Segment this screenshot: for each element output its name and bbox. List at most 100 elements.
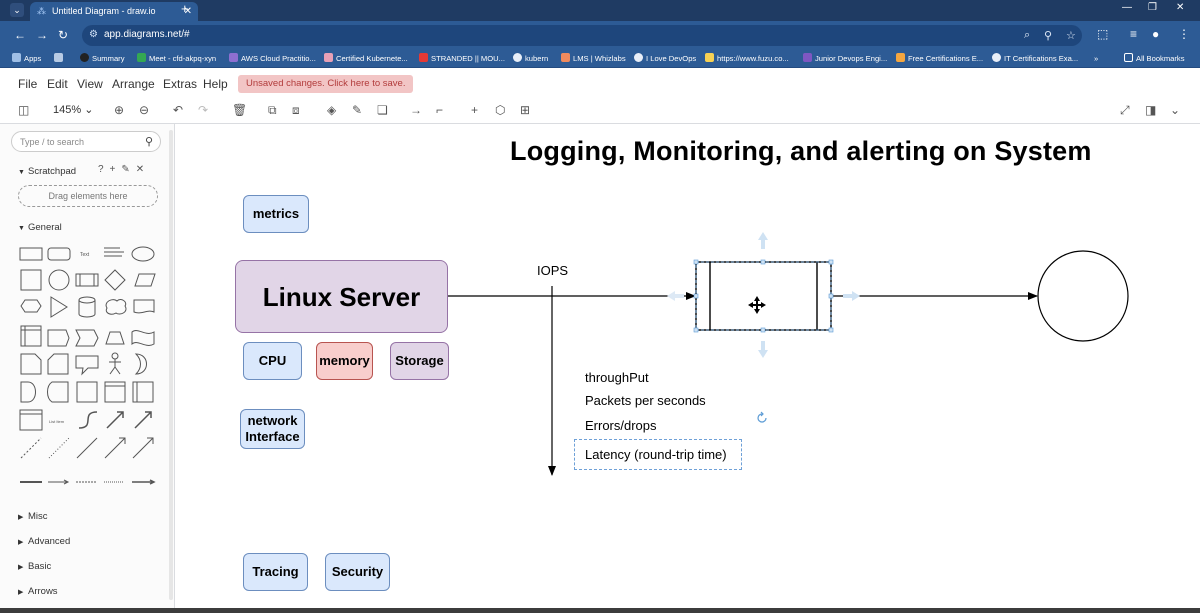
connection-icon[interactable]: → <box>410 103 422 117</box>
cpu-node[interactable]: CPU <box>243 342 302 380</box>
zoom-icon[interactable]: ⌕ <box>1024 29 1031 41</box>
site-info-icon[interactable]: ⚙ <box>89 29 98 40</box>
menu-extras[interactable]: Extras <box>163 77 198 91</box>
to-back-icon[interactable]: ⧈ <box>292 103 300 117</box>
reload-icon[interactable]: ↻ <box>58 28 69 42</box>
profile-avatar-icon[interactable]: ● <box>1152 27 1160 41</box>
bookmark-kubern[interactable]: kubern <box>513 52 548 66</box>
bookmarks-overflow-icon[interactable]: » <box>1094 54 1099 63</box>
bookmark-aws[interactable]: AWS Cloud Practitio... <box>229 52 316 66</box>
undo-icon[interactable]: ↶ <box>173 103 184 117</box>
general-shapes-palette[interactable]: Text <box>18 242 158 492</box>
tab-search-icon[interactable]: ⌄ <box>10 3 24 17</box>
sidebar-scrollbar[interactable] <box>169 130 173 600</box>
line-icon <box>76 437 98 459</box>
bookmark-meet[interactable]: Meet - cfd-akpq-xyn <box>137 52 216 66</box>
scratchpad-dropzone[interactable]: Drag elements here <box>18 185 158 207</box>
globe-icon <box>634 53 643 62</box>
scratchpad-actions[interactable]: ?+✎✕ <box>98 164 151 175</box>
window-bottom-border <box>0 608 1200 613</box>
url-text[interactable]: app.diagrams.net/# <box>104 29 190 40</box>
metrics-node[interactable]: metrics <box>243 195 309 233</box>
fill-color-icon[interactable]: ◈ <box>327 103 337 117</box>
diagram-title[interactable]: Logging, Monitoring, and alerting on Sys… <box>510 136 1092 166</box>
bookmark-devops[interactable]: I Love DevOps <box>634 52 696 66</box>
bookmark-fuzu[interactable]: https://www.fuzu.co... <box>705 52 789 66</box>
linux-server-node[interactable]: Linux Server <box>235 260 448 333</box>
waypoints-icon[interactable]: ⌐ <box>436 103 444 117</box>
bookmark-apps[interactable]: Apps <box>12 52 41 66</box>
menu-edit[interactable]: Edit <box>47 77 68 91</box>
restore-icon[interactable]: ❐ <box>1148 2 1157 13</box>
menu-help[interactable]: Help <box>203 77 228 91</box>
browser-tab[interactable]: ⁂ Untitled Diagram - draw.io ✕ <box>30 2 198 21</box>
fullscreen-icon[interactable]: ⤢ <box>1120 103 1130 117</box>
network-interface-node[interactable]: network Interface <box>240 409 305 449</box>
search-icon[interactable]: ⚲ <box>144 136 153 148</box>
insert-icon[interactable]: + <box>471 103 479 117</box>
general-header[interactable]: ▼General <box>18 222 62 233</box>
line-color-icon[interactable]: ✎ <box>352 103 363 117</box>
tab-close-icon[interactable]: ✕ <box>183 6 192 17</box>
minimize-icon[interactable]: — <box>1122 2 1132 13</box>
security-node[interactable]: Security <box>325 553 390 591</box>
bookmark-star-icon[interactable]: ☆ <box>1066 30 1076 42</box>
misc-header[interactable]: ▶Misc <box>18 511 48 522</box>
errors-label[interactable]: Errors/drops <box>585 418 657 433</box>
list-item-shape-icon: List Item <box>49 419 65 424</box>
latency-label[interactable]: Latency (round-trip time) <box>574 439 742 470</box>
all-bookmarks[interactable]: All Bookmarks <box>1124 52 1185 66</box>
container-shape-icon <box>20 325 42 347</box>
unsaved-changes-banner[interactable]: Unsaved changes. Click here to save. <box>238 75 414 93</box>
delete-icon[interactable]: 🗑 <box>232 103 248 117</box>
zoom-level[interactable]: 145% ⌄ <box>53 104 94 116</box>
folder-icon <box>1124 53 1133 62</box>
dashed-line-icon <box>20 437 42 459</box>
menu-file[interactable]: File <box>18 77 38 91</box>
redo-icon[interactable]: ↷ <box>198 103 209 117</box>
basic-header[interactable]: ▶Basic <box>18 561 52 572</box>
menu-view[interactable]: View <box>77 77 103 91</box>
shape-search-input[interactable]: Type / to search ⚲ <box>11 131 161 152</box>
menu-arrange[interactable]: Arrange <box>112 77 155 91</box>
bookmark-junior-devops[interactable]: Junior Devops Engi... <box>803 52 887 66</box>
search-page-icon[interactable]: ⚲ <box>1044 30 1053 42</box>
diagram-edges[interactable] <box>176 124 1200 608</box>
bookmark-summary[interactable]: Summary <box>80 52 125 66</box>
callout-shape-icon <box>75 355 99 376</box>
new-tab-icon[interactable]: + <box>181 1 189 16</box>
more-menu-icon[interactable]: ⋮ <box>1178 27 1190 41</box>
shadow-icon[interactable]: ❏ <box>377 103 388 117</box>
zoom-in-icon[interactable]: ⊕ <box>114 103 125 117</box>
memory-node[interactable]: memory <box>316 342 373 380</box>
zoom-out-icon[interactable]: ⊖ <box>139 103 150 117</box>
to-front-icon[interactable]: ⧉ <box>268 103 277 117</box>
tracing-node[interactable]: Tracing <box>243 553 308 591</box>
bookmark-kubernetes-cert[interactable]: Certified Kubernete... <box>324 52 408 66</box>
table-icon[interactable]: ⊞ <box>520 103 531 117</box>
bookmark-whizlabs[interactable]: LMS | Whizlabs <box>561 52 626 66</box>
media-icon[interactable]: ≡ <box>1130 27 1138 41</box>
bookmark-stranded[interactable]: STRANDED || MOU... <box>419 52 505 66</box>
forward-arrow-icon[interactable]: → <box>36 28 48 42</box>
storage-node[interactable]: Storage <box>390 342 449 380</box>
omnibox[interactable]: ⚙ app.diagrams.net/# ⌕ ⚲ ☆ <box>82 25 1082 46</box>
packets-label[interactable]: Packets per seconds <box>585 393 706 408</box>
bookmark-free-certs[interactable]: Free Certifications E... <box>896 52 983 66</box>
scratchpad-header[interactable]: ▼Scratchpad <box>18 166 77 177</box>
close-window-icon[interactable]: ✕ <box>1176 2 1185 13</box>
advanced-header[interactable]: ▶Advanced <box>18 536 71 547</box>
shapes-icon[interactable]: ⬡ <box>495 103 506 117</box>
panel-toggle-icon[interactable]: ◨ <box>1145 103 1157 117</box>
bookmark-grid-icon[interactable] <box>54 52 66 66</box>
collapse-chevron-icon[interactable]: ⌄ <box>1170 103 1181 117</box>
back-arrow-icon[interactable]: ← <box>14 28 26 42</box>
format-panel-toggle-icon[interactable]: ◫ <box>18 103 30 117</box>
address-bar-row: ← → ↻ ⚙ app.diagrams.net/# ⌕ ⚲ ☆ ⬚ ≡ ● ⋮ <box>0 21 1200 50</box>
throughput-label[interactable]: throughPut <box>585 370 649 385</box>
arrows-header[interactable]: ▶Arrows <box>18 586 58 597</box>
diagram-canvas[interactable]: Logging, Monitoring, and alerting on Sys… <box>176 124 1200 608</box>
bookmark-it-certs[interactable]: IT Certifications Exa... <box>992 52 1078 66</box>
extensions-icon[interactable]: ⬚ <box>1097 27 1109 41</box>
iops-label[interactable]: IOPS <box>537 263 569 278</box>
